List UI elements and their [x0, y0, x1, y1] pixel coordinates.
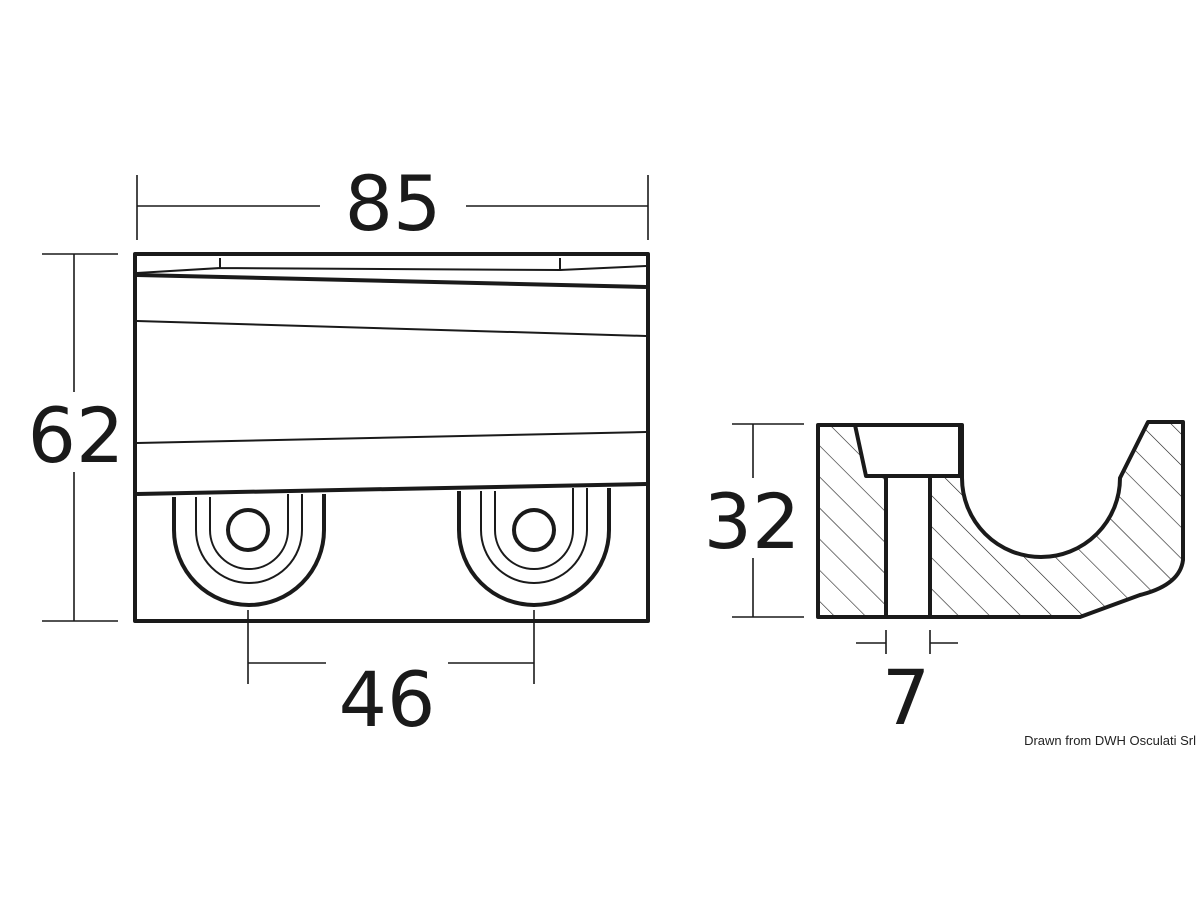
mounting-hole-right [512, 508, 556, 552]
dimension-section-height: 32 [704, 423, 804, 618]
dimension-width: 85 [136, 159, 649, 248]
section-view [816, 420, 1185, 619]
dimension-hole-spacing-label: 46 [339, 655, 436, 744]
top-rail [136, 258, 647, 274]
dimension-bore-width-label: 7 [882, 653, 930, 742]
mounting-hole-left [226, 508, 270, 552]
dimension-height: 62 [28, 253, 125, 622]
section-outline [816, 420, 1185, 619]
taper-line-upper [136, 320, 647, 337]
base-edge [136, 482, 647, 496]
taper-line-lower [136, 431, 647, 444]
mounting-lug-left [172, 494, 326, 607]
credit-text: Drawn from DWH Osculati Srl [1024, 733, 1196, 748]
counterbore [853, 424, 962, 478]
dimension-bore-width: 7 [856, 630, 958, 742]
front-view-outline [133, 252, 650, 623]
dimension-hole-spacing: 46 [247, 610, 535, 744]
mounting-lug-right [457, 488, 611, 607]
dimension-height-label: 62 [28, 391, 125, 480]
dimension-width-label: 85 [345, 159, 442, 248]
dimension-section-height-label: 32 [704, 477, 801, 566]
front-view [133, 252, 650, 623]
top-rail-edge [136, 273, 647, 289]
